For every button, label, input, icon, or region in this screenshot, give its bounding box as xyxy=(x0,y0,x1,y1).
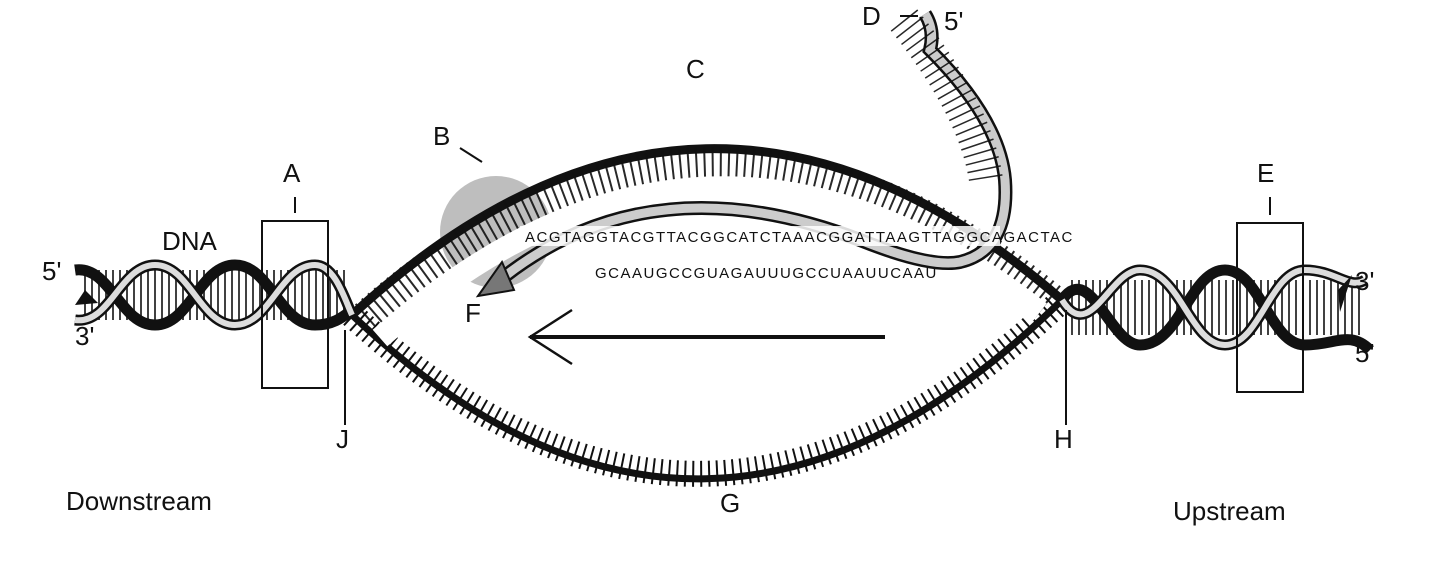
label-downstream: Downstream xyxy=(66,486,212,516)
label-G: G xyxy=(720,488,740,518)
dna-sequence-text: ACGTAGGTACGTTACGGCATCTAAACGGATTAAGTTAGGC… xyxy=(525,229,1074,246)
label-B: B xyxy=(433,121,450,151)
label-E: E xyxy=(1257,158,1274,188)
label-H: H xyxy=(1054,424,1073,454)
box-A xyxy=(261,220,329,389)
leader-lines xyxy=(294,15,1271,425)
label-D: D xyxy=(862,1,881,31)
label-right-5prime: 5' xyxy=(1355,338,1374,368)
rna-transcript xyxy=(475,9,1013,298)
rna-sequence-text: GCAAUGCCGUAGAUUUGCCUAAUUCAAU xyxy=(595,265,938,282)
label-C: C xyxy=(686,54,705,84)
label-A: A xyxy=(283,158,301,188)
transcription-direction-arrow xyxy=(527,308,885,366)
label-upstream: Upstream xyxy=(1173,496,1286,526)
label-J: J xyxy=(336,424,349,454)
box-E xyxy=(1236,222,1304,393)
rna-growth-arrowhead xyxy=(475,259,516,298)
coding-strand-bubble xyxy=(348,144,1065,347)
dna-sequence-backdrop xyxy=(520,226,1000,246)
left-dna-helix xyxy=(74,259,358,331)
label-rna-5prime: 5' xyxy=(944,6,963,36)
rna-sequence-backdrop xyxy=(590,262,880,282)
label-right-3prime: 3' xyxy=(1355,266,1374,296)
label-dna: DNA xyxy=(162,226,218,256)
template-strand-bubble xyxy=(343,290,1071,487)
label-left-3prime: 3' xyxy=(75,321,94,351)
label-F: F xyxy=(465,298,481,328)
right-dna-helix xyxy=(1057,264,1374,355)
label-left-5prime: 5' xyxy=(42,256,61,286)
